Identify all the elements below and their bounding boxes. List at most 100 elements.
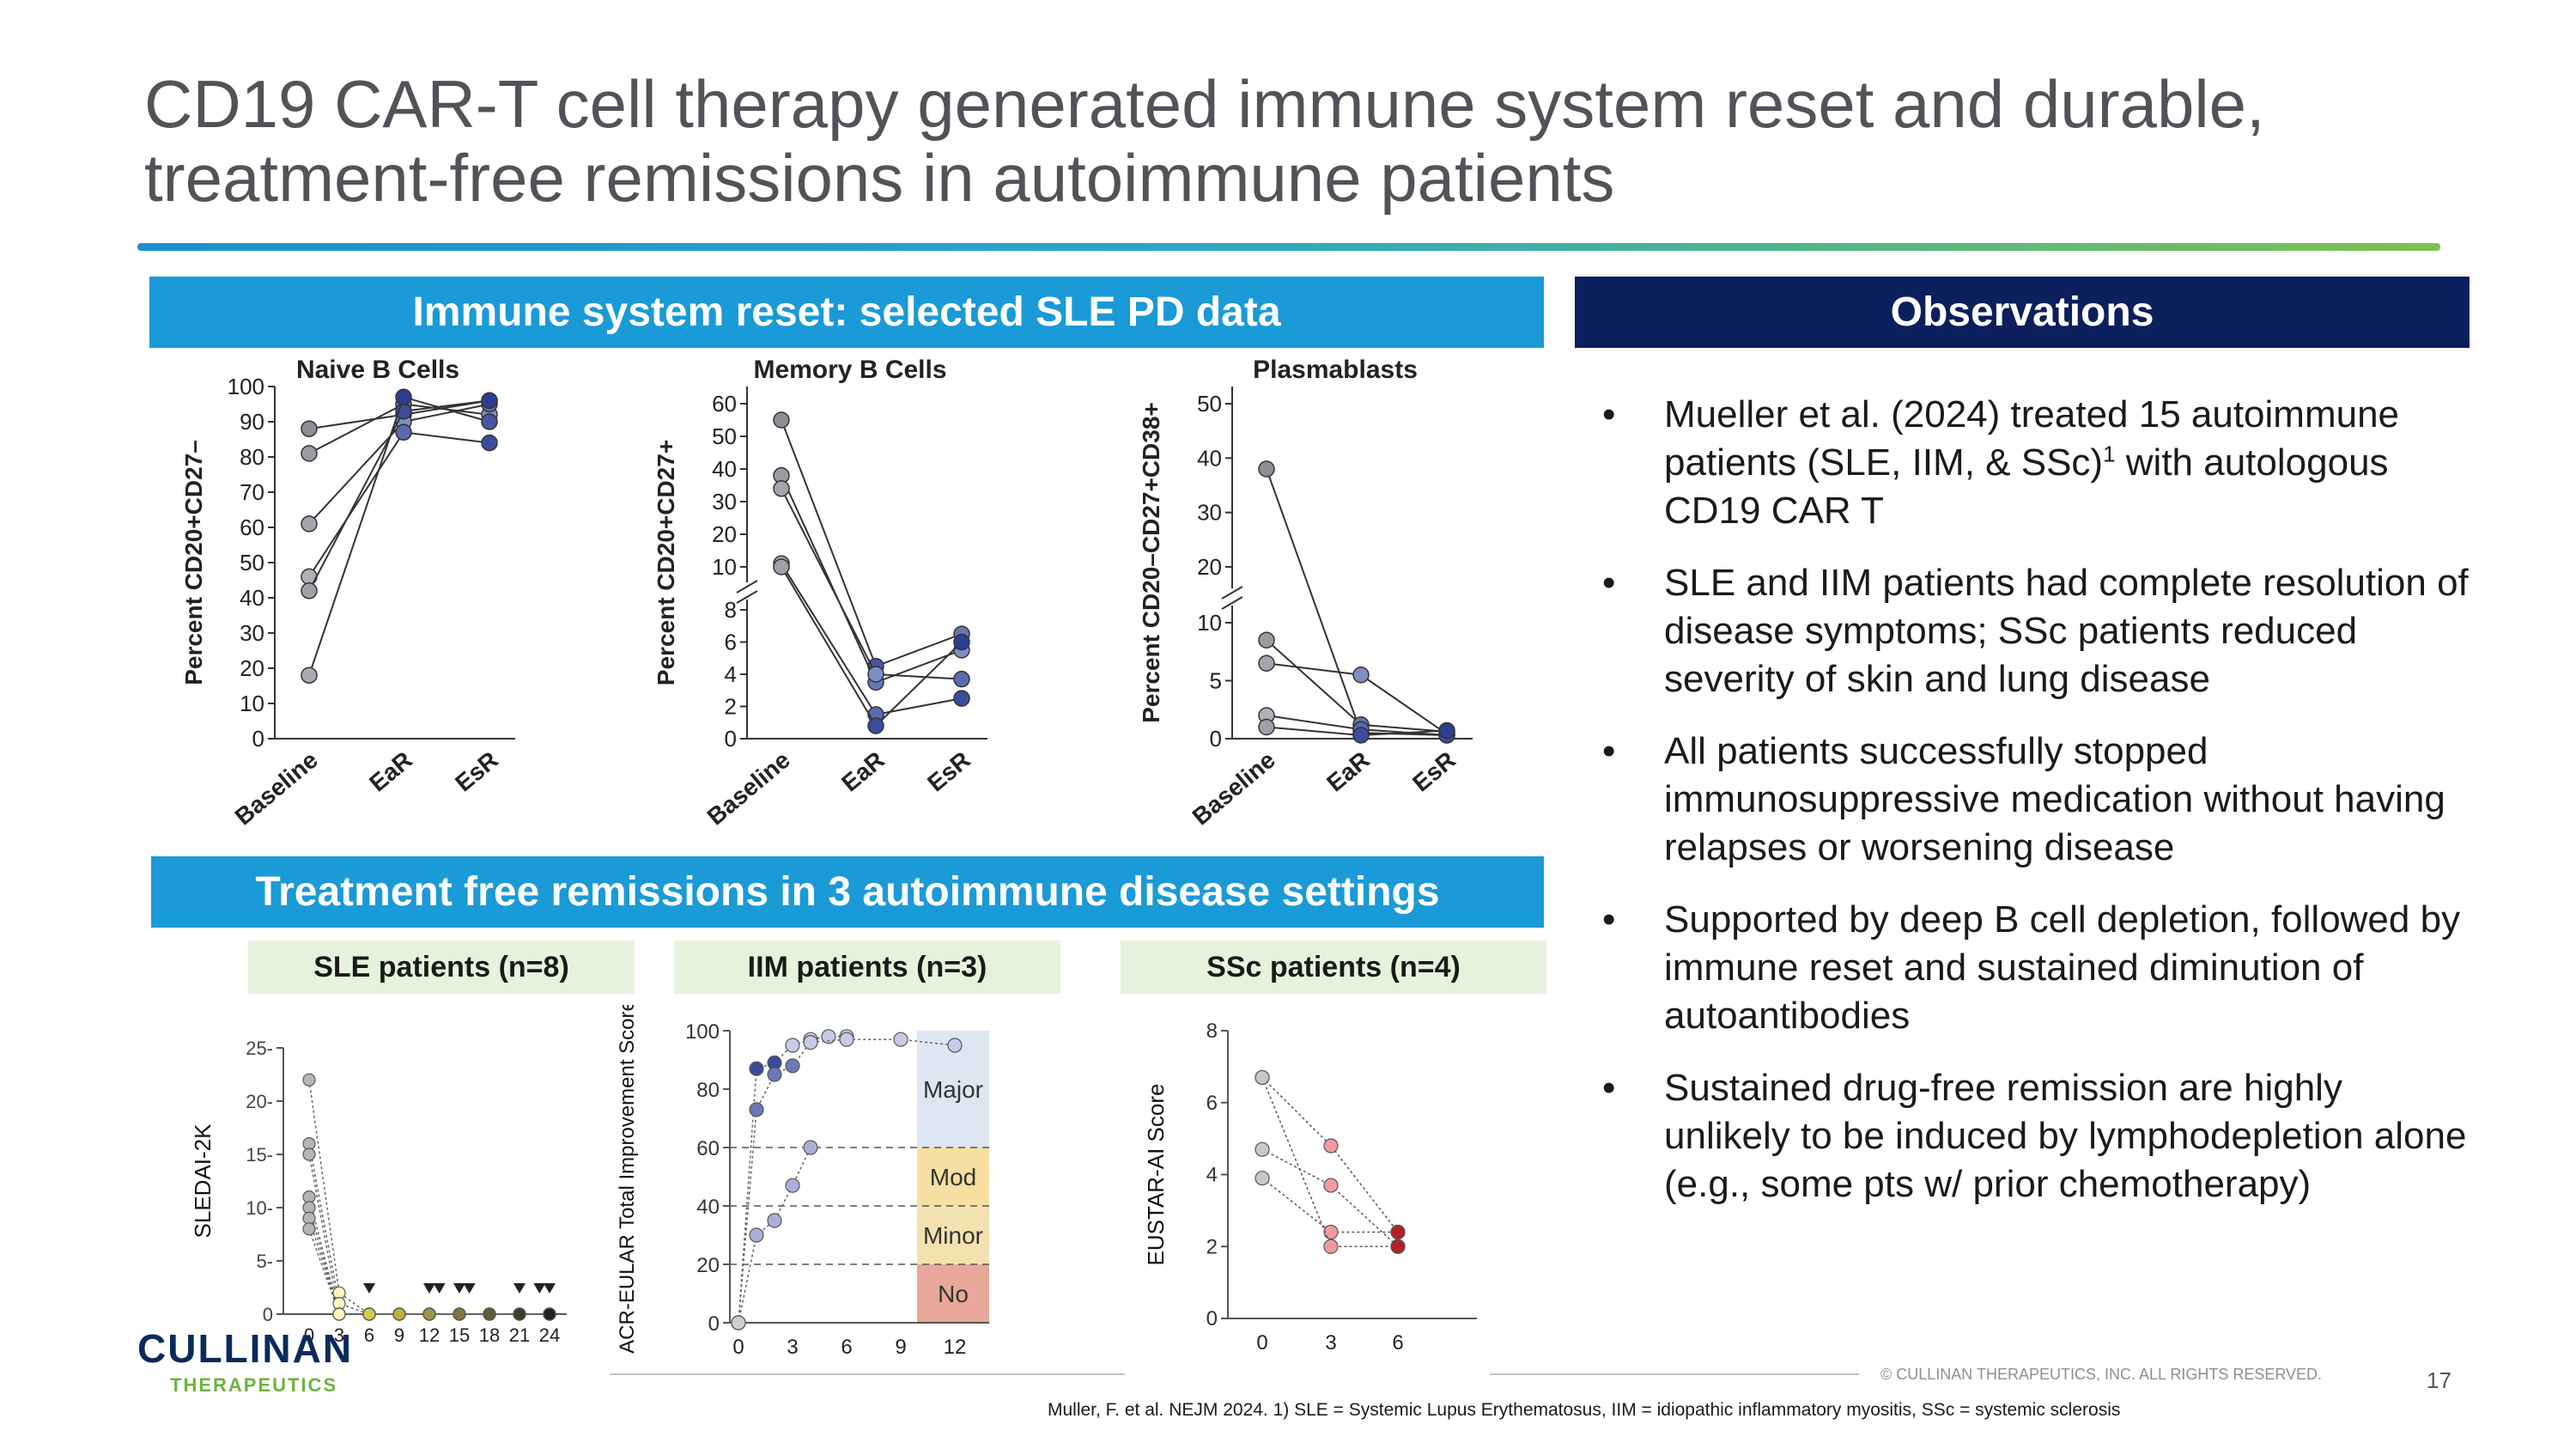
y-tick-label: 20 [240, 655, 264, 681]
x-tick-label: 0 [732, 1336, 744, 1359]
data-point [839, 1032, 854, 1047]
data-point [1323, 1224, 1339, 1240]
y-tick-label: 4 [1206, 1164, 1218, 1187]
copyright-notice: © CULLINAN THERAPEUTICS, INC. ALL RIGHTS… [1880, 1366, 2323, 1383]
observation-item: •Mueller et al. (2024) treated 15 autoim… [1602, 391, 2470, 535]
x-tick-label: EaR [836, 746, 890, 797]
y-tick-label: 0 [1206, 1307, 1218, 1330]
iim-patients-label: IIM patients (n=3) [674, 941, 1060, 994]
data-point [1390, 1239, 1406, 1254]
series-line [308, 1218, 550, 1315]
band-label: No [938, 1281, 969, 1307]
x-tick-label: 3 [334, 1324, 344, 1346]
marker-triangle [463, 1283, 476, 1294]
data-point [301, 445, 318, 462]
y-tick-label: 30 [240, 620, 264, 646]
footer-rule [610, 1373, 1125, 1375]
data-point [731, 1315, 746, 1330]
marker-triangle [363, 1283, 375, 1294]
x-tick-label: 21 [509, 1324, 530, 1346]
data-point [1255, 1171, 1270, 1186]
data-point [953, 633, 970, 651]
y-tick-label: 10- [246, 1197, 273, 1219]
data-point [453, 1307, 466, 1321]
x-tick-label: 6 [364, 1324, 374, 1346]
y-tick-label: 90 [240, 409, 264, 435]
chart-title: Naive B Cells [296, 356, 459, 384]
y-tick-label: 50 [1197, 391, 1222, 417]
y-tick-label: 100 [228, 374, 264, 399]
chart-title: Plasmablasts [1253, 356, 1418, 384]
marker-triangle [544, 1283, 556, 1294]
data-point [947, 1038, 963, 1053]
ssc-patients-label: SSc patients (n=4) [1121, 941, 1546, 994]
data-point [767, 1067, 782, 1082]
data-point [803, 1140, 818, 1155]
axis-break-mark [1221, 596, 1243, 610]
band-label: Mod [930, 1164, 976, 1190]
y-axis-label: Percent CD20–CD27+CD38+ [1138, 402, 1164, 723]
data-point [1390, 1224, 1406, 1240]
observation-item: •Supported by deep B cell depletion, fol… [1602, 896, 2470, 1040]
data-point [1258, 460, 1275, 478]
title-gradient-divider [137, 243, 2440, 251]
y-axis-label: Percent CD20+CD27+ [653, 440, 679, 685]
series-line [1261, 1076, 1399, 1233]
x-tick-label: 6 [841, 1336, 852, 1359]
x-tick-label: EaR [364, 746, 417, 797]
x-tick-label: 3 [1325, 1331, 1336, 1355]
y-axis-label: ACR-EULAR Total Improvement Score [618, 1005, 639, 1354]
data-point [301, 582, 318, 600]
y-tick-label: 50 [240, 550, 264, 575]
y-axis-label: Percent CD20+CD27– [180, 440, 207, 685]
observation-item: •SLE and IIM patients had complete resol… [1602, 559, 2470, 703]
acr-eular-chart: No Minor Mod Major ACR-EULAR Total Improveme… [618, 1005, 989, 1359]
data-point [543, 1307, 556, 1321]
observations-list: •Mueller et al. (2024) treated 15 autoim… [1602, 391, 2470, 1233]
y-tick-label: 2 [1206, 1235, 1218, 1258]
y-axis-label: EUSTAR-AI Score [1143, 1084, 1169, 1266]
series-line [781, 488, 963, 680]
x-tick-label: 18 [479, 1324, 500, 1346]
axis-break-mark [736, 590, 758, 604]
series-line [781, 566, 963, 728]
series-line [1266, 468, 1448, 736]
data-point [867, 666, 884, 683]
data-point [1255, 1142, 1270, 1157]
x-tick-label: EsR [1407, 746, 1461, 797]
data-point [1438, 721, 1455, 740]
y-tick-label: 20 [696, 1254, 720, 1277]
band-label: Minor [923, 1222, 983, 1249]
y-tick-label: 15- [246, 1144, 273, 1166]
series-line [781, 563, 963, 715]
category-band [917, 1206, 989, 1264]
band-label: Major [923, 1076, 983, 1103]
axis-break-mark [736, 580, 758, 594]
data-point [749, 1061, 764, 1076]
x-tick-label: EsR [922, 746, 975, 797]
x-tick-label: 12 [944, 1336, 967, 1359]
data-point [785, 1038, 800, 1053]
x-tick-label: Baseline [230, 746, 323, 831]
data-point [395, 388, 412, 406]
data-point [1352, 727, 1370, 744]
data-point [953, 670, 970, 688]
data-point [893, 1032, 908, 1047]
y-tick-label: 6 [725, 630, 737, 655]
marker-triangle [433, 1283, 446, 1294]
bullet: • [1602, 1067, 1616, 1109]
y-tick-label: 2 [725, 694, 737, 720]
marker-triangle [453, 1283, 465, 1294]
x-tick-label: 0 [1256, 1331, 1267, 1355]
data-point [803, 1034, 818, 1050]
x-tick-label: 12 [419, 1324, 440, 1346]
sle-patients-label: SLE patients (n=8) [248, 941, 635, 994]
data-point [483, 1307, 496, 1321]
marker-triangle [423, 1283, 435, 1294]
series-line [308, 1080, 550, 1315]
bullet: • [1602, 393, 1616, 435]
y-tick-label: 5- [256, 1251, 273, 1272]
